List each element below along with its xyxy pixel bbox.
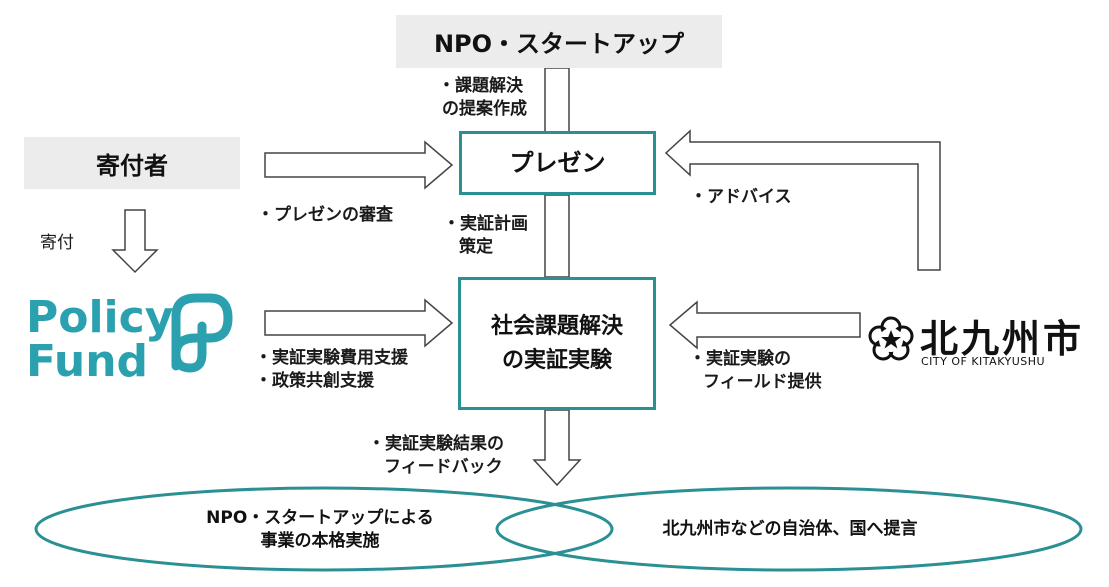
donor-box: 寄付者 xyxy=(24,137,240,189)
arrow-feedback xyxy=(532,409,582,487)
support-line1: ・実証実験費用支援 xyxy=(255,348,408,368)
advice-label: ・アドバイス xyxy=(690,187,792,207)
ellipse-right xyxy=(495,486,1083,572)
npo-startup-box: NPO・スタートアップ xyxy=(396,15,722,68)
proposal-label: ・課題解決 の提案作成 xyxy=(438,75,527,121)
policy-fund-mark-icon xyxy=(171,293,233,373)
policy-fund-word2: Fund xyxy=(26,336,149,387)
support-label: ・実証実験費用支援 ・政策共創支援 xyxy=(255,347,408,393)
proposal-line1: ・課題解決 xyxy=(438,76,523,96)
arrow-donor-to-policyfund xyxy=(111,209,159,274)
field-line2: フィールド提供 xyxy=(703,372,822,392)
field-label: ・実証実験の フィールド提供 xyxy=(689,348,822,394)
kitakyushu-subtitle: CITY OF KITAKYUSHU xyxy=(921,355,1046,368)
plan-line1: ・実証計画 xyxy=(443,214,528,234)
plan-line2: 策定 xyxy=(459,237,493,257)
review-label: ・プレゼンの審査 xyxy=(257,205,393,225)
presentation-label: プレゼン xyxy=(509,149,606,177)
donor-label: 寄付者 xyxy=(96,151,168,180)
kitakyushu-name: 北九州市 xyxy=(920,317,1085,361)
proposal-line2: の提案作成 xyxy=(442,99,527,119)
feedback-line2: フィードバック xyxy=(384,457,503,477)
arrow-kitakyushu-to-experiment xyxy=(668,300,861,350)
plan-label: ・実証計画 策定 xyxy=(443,213,528,259)
feedback-label: ・実証実験結果の フィードバック xyxy=(368,433,504,479)
ellipse-left-line2: 事業の本格実施 xyxy=(260,531,380,551)
feedback-line1: ・実証実験結果の xyxy=(368,434,504,454)
ellipse-left-text: NPO・スタートアップによる 事業の本格実施 xyxy=(170,507,470,553)
arrow-kitakyushu-to-presentation xyxy=(664,129,941,271)
npo-startup-label: NPO・スタートアップ xyxy=(433,30,685,58)
ellipse-right-text: 北九州市などの自治体、国へ提言 xyxy=(662,519,918,539)
presentation-box: プレゼン xyxy=(459,131,656,195)
experiment-label-line2: の実証実験 xyxy=(501,347,612,373)
arrow-presentation-to-experiment xyxy=(544,194,570,278)
field-line1: ・実証実験の xyxy=(689,349,791,369)
ellipse-left xyxy=(34,486,614,572)
policy-fund-word1: Policy xyxy=(26,292,174,343)
policy-fund-logo: Policy Fund xyxy=(26,296,173,384)
experiment-box: 社会課題解決 の実証実験 xyxy=(458,277,656,410)
donation-label: 寄付 xyxy=(40,233,74,253)
arrow-policyfund-to-experiment xyxy=(264,298,454,348)
kitakyushu-emblem-icon xyxy=(868,316,914,361)
experiment-label-line1: 社会課題解決 xyxy=(490,313,623,339)
ellipse-left-line1: NPO・スタートアップによる xyxy=(206,508,434,528)
support-line2: ・政策共創支援 xyxy=(255,371,374,391)
arrow-donor-to-presentation xyxy=(264,140,454,190)
